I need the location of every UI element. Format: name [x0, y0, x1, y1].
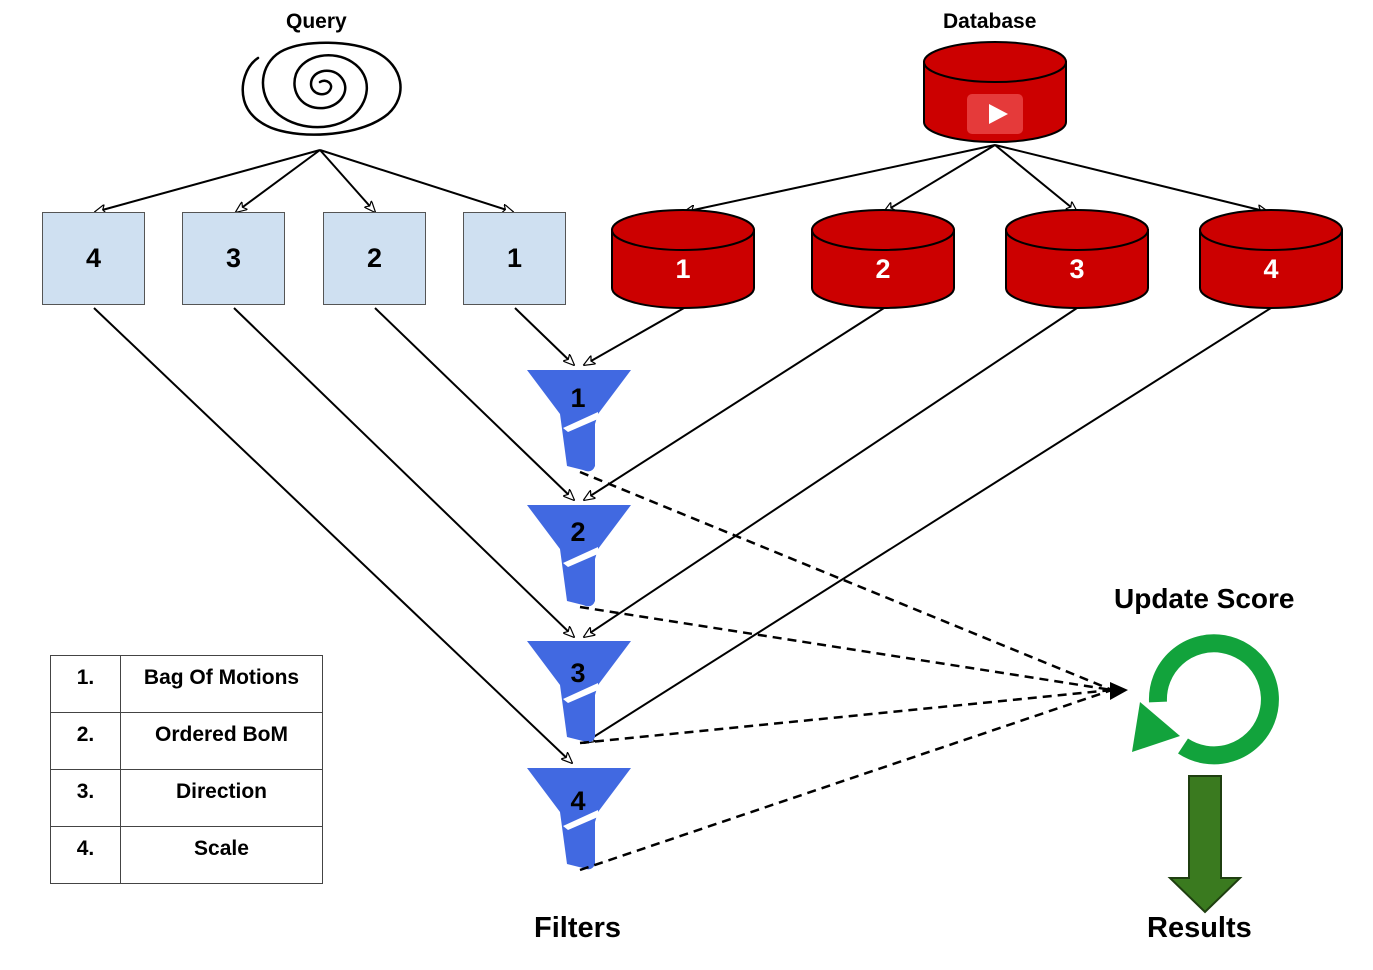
query-spiral-icon — [241, 41, 402, 136]
results-label: Results — [1147, 912, 1252, 944]
query-label: Query — [286, 10, 347, 33]
db-feature-label-1: 1 — [675, 254, 690, 284]
refresh-icon — [1132, 634, 1279, 765]
score-arrow-head-icon — [1110, 682, 1128, 700]
legend-number: 1. — [50, 655, 121, 713]
db-feature-label-4: 4 — [1263, 254, 1278, 284]
db-feature-cylinder-4 — [1199, 209, 1343, 309]
filter-connectors — [93, 307, 1272, 763]
filter-label-2: 2 — [570, 517, 585, 547]
legend-number: 3. — [50, 769, 121, 827]
filter-funnel-1 — [527, 370, 631, 472]
filter-funnel-4 — [527, 768, 631, 870]
database-label: Database — [943, 10, 1037, 33]
query-arrows — [95, 149, 513, 212]
db-feature-cylinder-2 — [811, 209, 955, 309]
database-arrows — [684, 144, 1268, 212]
db-feature-label-3: 3 — [1069, 254, 1084, 284]
filter-funnel-3 — [527, 641, 631, 743]
db-feature-label-2: 2 — [875, 254, 890, 284]
legend-name: Direction — [120, 769, 323, 827]
legend-table: 1. Bag Of Motions 2. Ordered BoM 3. Dire… — [50, 655, 323, 884]
legend-row: 2. Ordered BoM — [50, 712, 323, 770]
query-feature-box-2: 2 — [323, 212, 426, 305]
query-feature-box-3: 3 — [182, 212, 285, 305]
filters-label: Filters — [534, 912, 622, 944]
filter-label-4: 4 — [570, 786, 585, 816]
legend-row: 3. Direction — [50, 769, 323, 827]
legend-number: 4. — [50, 826, 121, 884]
filter-funnel-2 — [527, 505, 631, 607]
filter-label-1: 1 — [570, 383, 585, 413]
filter-label-3: 3 — [570, 658, 585, 688]
legend-row: 1. Bag Of Motions — [50, 655, 323, 713]
legend-name: Ordered BoM — [120, 712, 323, 770]
legend-number: 2. — [50, 712, 121, 770]
database-icon — [923, 41, 1067, 143]
score-connectors — [579, 470, 1113, 872]
db-feature-cylinder-1 — [611, 209, 755, 309]
legend-row: 4. Scale — [50, 826, 323, 884]
legend-name: Bag Of Motions — [120, 655, 323, 713]
update-score-label: Update Score — [1114, 583, 1295, 614]
results-arrow-icon — [1167, 775, 1243, 914]
db-feature-cylinder-3 — [1005, 209, 1149, 309]
legend-name: Scale — [120, 826, 323, 884]
query-feature-box-4: 4 — [42, 212, 145, 305]
query-feature-box-1: 1 — [463, 212, 566, 305]
